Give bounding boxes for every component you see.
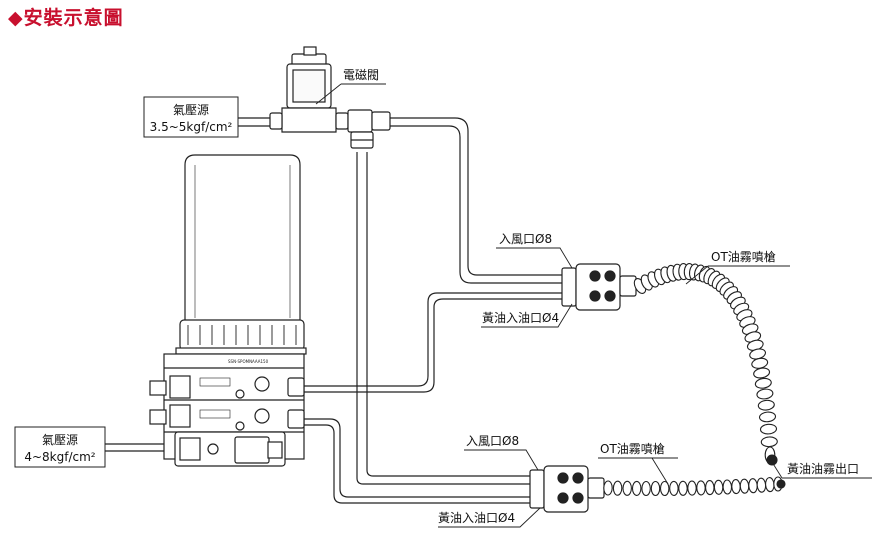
upper-gun-block (561, 263, 637, 311)
grease-pump (149, 154, 307, 467)
nozzle-segment (748, 478, 758, 494)
nozzle-segment (739, 478, 750, 494)
grease-inlet-bottom-label: 黃油入油口Ø4 (438, 511, 515, 525)
nozzle-segment (669, 480, 679, 496)
air-inlet-bottom-label: 入風口Ø8 (466, 434, 519, 448)
nozzle-segment (705, 480, 715, 496)
nozzle-segment (756, 388, 774, 400)
nozzle-segment (760, 436, 778, 448)
nozzle-segment (622, 480, 632, 496)
callout-lines (315, 83, 872, 528)
lower-gun-block (529, 465, 605, 513)
gun-bottom-label: OT油霧噴槍 (600, 441, 665, 456)
nozzle-tip (766, 454, 778, 466)
nozzle-segment (731, 479, 741, 495)
nozzle-segment (756, 477, 767, 493)
nozzle-segment (758, 411, 777, 423)
air-source-top-box: 氣壓源 3.5~5kgf/cm² (143, 96, 239, 138)
air-source-top-label-1: 氣壓源 (173, 103, 209, 117)
nozzle-segment (754, 377, 772, 389)
nozzle-segment (641, 480, 651, 497)
pump-model-text: SSN-SPOMNAAA150 (228, 359, 269, 364)
nozzle-segment (759, 423, 778, 435)
gun-top-label: OT油霧噴槍 (711, 249, 776, 264)
nozzle-segment (687, 480, 697, 496)
nozzle-segment (713, 479, 724, 495)
solenoid-valve (269, 46, 391, 149)
grease-inlet-top-label: 黃油入油口Ø4 (482, 311, 559, 325)
flex-nozzles (603, 263, 786, 497)
nozzle-tip (776, 479, 786, 489)
air-source-bottom-box: 氣壓源 4~8kgf/cm² (14, 426, 106, 468)
nozzle-segment (659, 480, 670, 497)
air-inlet-top-label: 入風口Ø8 (499, 232, 552, 246)
nozzle-segment (696, 480, 706, 496)
mist-outlet-label: 黃油油霧出口 (787, 462, 859, 476)
nozzle-segment (603, 480, 613, 496)
nozzle-segment (722, 479, 733, 495)
solenoid-valve-label: 電磁閥 (343, 67, 379, 82)
air-source-bottom-label-1: 氣壓源 (42, 433, 78, 447)
tubes (105, 117, 562, 504)
nozzle-segment (753, 367, 771, 379)
page-title: ◆安裝示意圖 (8, 7, 124, 29)
nozzle-segment (650, 480, 661, 497)
nozzle-segment (631, 480, 642, 496)
air-source-top-label-2: 3.5~5kgf/cm² (150, 120, 233, 134)
nozzle-segment (678, 480, 688, 496)
air-source-bottom-label-2: 4~8kgf/cm² (24, 450, 95, 464)
nozzle-segment (757, 399, 775, 411)
nozzle-segment (612, 480, 623, 496)
nozzle-segment (765, 477, 775, 493)
